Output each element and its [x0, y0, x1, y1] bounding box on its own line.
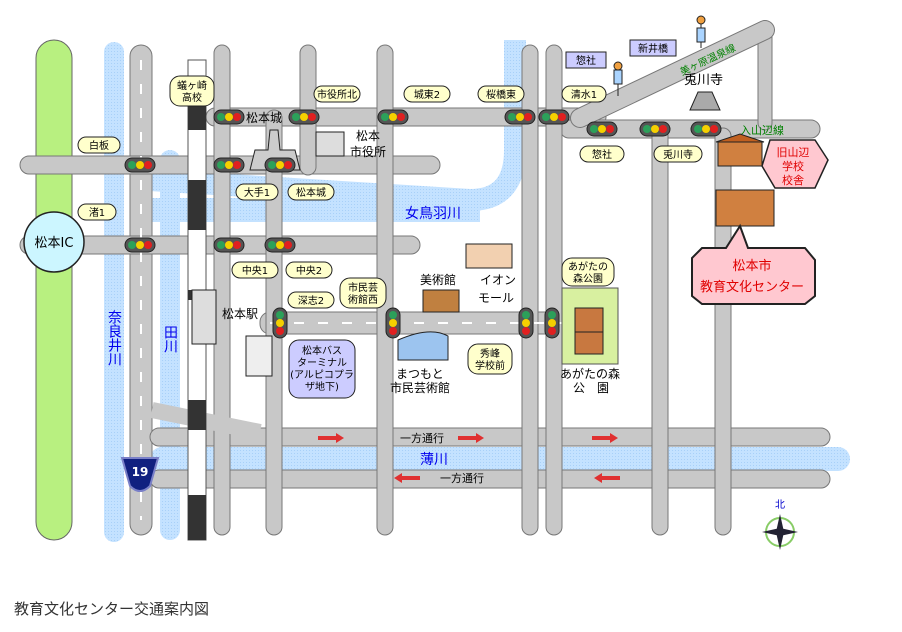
bus-terminal-callout: 松本バス ターミナル (アルピコプラ ザ地下) [288, 339, 356, 399]
signal-label-sakurabashi-higashi: 桜橋東 [477, 85, 525, 103]
river-label-narai: 奈良井川 [106, 310, 122, 366]
svg-text:渚1: 渚1 [89, 207, 105, 219]
svg-text:市民芸術館: 市民芸術館 [390, 380, 450, 395]
svg-text:高校: 高校 [182, 91, 202, 104]
access-map: 松本IC 19 奈良井川 田川 女鳥羽川 薄川 美ヶ原温泉線 入山辺線 一方通行… [19, 15, 850, 550]
svg-text:森公園: 森公園 [573, 272, 603, 285]
signal-label-nagisa1: 渚1 [77, 203, 117, 221]
svg-text:あがたの森: あがたの森 [560, 366, 620, 381]
signal-label-sousha: 惣社 [579, 145, 625, 163]
signal-label-ote1: 大手1 [235, 183, 279, 201]
theater: まつもと 市民芸術館 [390, 331, 450, 395]
svg-text:中央2: 中央2 [296, 264, 322, 277]
svg-text:松本: 松本 [356, 129, 380, 143]
svg-text:あがたの: あがたの [568, 260, 608, 273]
mall: イオン モール [465, 243, 516, 305]
city-hall: 松本 市役所 [315, 129, 386, 159]
svg-text:北: 北 [775, 499, 785, 511]
old-school-callout: 旧山辺 学校 校舎 [761, 139, 829, 189]
map-caption: 教育文化センター交通案内図 [14, 600, 210, 618]
interchange-label: 松本IC [35, 236, 74, 251]
interchange: 松本IC [23, 211, 85, 273]
svg-text:市役所北: 市役所北 [317, 88, 357, 101]
signal-label-chuo1: 中央1 [231, 261, 279, 279]
river-label-susuki: 薄川 [420, 452, 448, 468]
one-way-label-top: 一方通行 [400, 431, 444, 445]
temple: 兎川寺 [684, 73, 723, 111]
svg-text:術館西: 術館西 [348, 293, 378, 306]
svg-text:(アルピコプラ: (アルピコプラ [290, 369, 354, 381]
svg-text:松本城: 松本城 [296, 186, 326, 199]
svg-text:学校前: 学校前 [475, 359, 505, 372]
destination-label-line1: 松本市 [732, 258, 771, 274]
one-way-label-bottom: 一方通行 [440, 471, 484, 485]
one-way-signs: 一方通行 一方通行 [318, 431, 620, 485]
svg-text:旧山辺: 旧山辺 [777, 146, 810, 159]
river-narai [104, 42, 124, 542]
castle-label: 松本城 [246, 111, 282, 125]
svg-text:蟻ヶ崎: 蟻ヶ崎 [177, 79, 207, 92]
bus-stops: 惣社 新井橋 [565, 15, 706, 96]
svg-text:深志2: 深志2 [298, 294, 324, 307]
destination-callout: 松本市 教育文化センター [691, 223, 816, 305]
svg-text:桜橋東: 桜橋東 [486, 88, 516, 101]
svg-text:清水1: 清水1 [571, 88, 597, 101]
bus-terminal-building [245, 335, 273, 377]
bus-stop-araibashi: 新井橋 [629, 15, 706, 57]
route-19-shield: 19 [120, 457, 160, 492]
bus-stop-sousha: 惣社 [565, 51, 623, 96]
river-label-metoba: 女鳥羽川 [405, 205, 461, 222]
park: あがたの森 公 園 [560, 287, 620, 395]
svg-text:美術館: 美術館 [420, 272, 456, 287]
expressway [35, 39, 73, 541]
svg-text:中央1: 中央1 [242, 264, 268, 277]
river-label-ta: 田川 [162, 325, 178, 353]
svg-text:19: 19 [132, 465, 149, 479]
svg-text:城東2: 城東2 [414, 88, 440, 101]
svg-text:市役所: 市役所 [350, 144, 386, 159]
svg-text:兎川寺: 兎川寺 [684, 73, 723, 88]
svg-text:市民芸: 市民芸 [348, 281, 378, 294]
svg-text:モール: モール [478, 291, 514, 305]
destination-label-line2: 教育文化センター [700, 279, 804, 295]
svg-text:ザ地下): ザ地下) [305, 380, 339, 393]
signal-label-chuo2: 中央2 [285, 261, 333, 279]
signal-label-shirai: 白板 [77, 136, 121, 154]
signal-label-jouto2: 城東2 [403, 85, 451, 103]
signal-label-matsumotojo: 松本城 [287, 183, 335, 201]
roads [19, 20, 831, 536]
svg-text:公 園: 公 園 [573, 381, 609, 395]
svg-text:松本駅: 松本駅 [222, 307, 258, 321]
signal-label-tokawadera: 兎川寺 [653, 145, 703, 163]
svg-text:惣社: 惣社 [592, 148, 612, 161]
compass-icon: 北 [762, 499, 798, 550]
museum: 美術館 [420, 272, 460, 313]
destination-building [715, 189, 775, 227]
station: 松本駅 [191, 289, 258, 345]
svg-text:イオン: イオン [480, 273, 516, 287]
svg-text:学校: 学校 [782, 159, 804, 173]
signal-label-shiyakusho-kita: 市役所北 [313, 85, 361, 103]
svg-text:新井橋: 新井橋 [638, 42, 668, 55]
rail-label-iriyamabe: 入山辺線 [740, 123, 784, 137]
svg-text:校舎: 校舎 [782, 173, 804, 187]
svg-text:大手1: 大手1 [244, 186, 270, 199]
signal-label-fukashi2: 深志2 [287, 291, 335, 309]
old-school-building [715, 133, 765, 167]
river-susuki [150, 447, 850, 471]
signal-label-shimizu1: 清水1 [561, 85, 607, 103]
svg-text:惣社: 惣社 [576, 54, 596, 67]
svg-text:兎川寺: 兎川寺 [663, 149, 693, 161]
svg-text:白板: 白板 [89, 139, 109, 152]
svg-text:秀峰: 秀峰 [480, 348, 500, 360]
svg-text:ターミナル: ターミナル [297, 357, 347, 369]
svg-text:まつもと: まつもと [396, 367, 444, 381]
svg-text:松本バス: 松本バス [302, 344, 342, 357]
